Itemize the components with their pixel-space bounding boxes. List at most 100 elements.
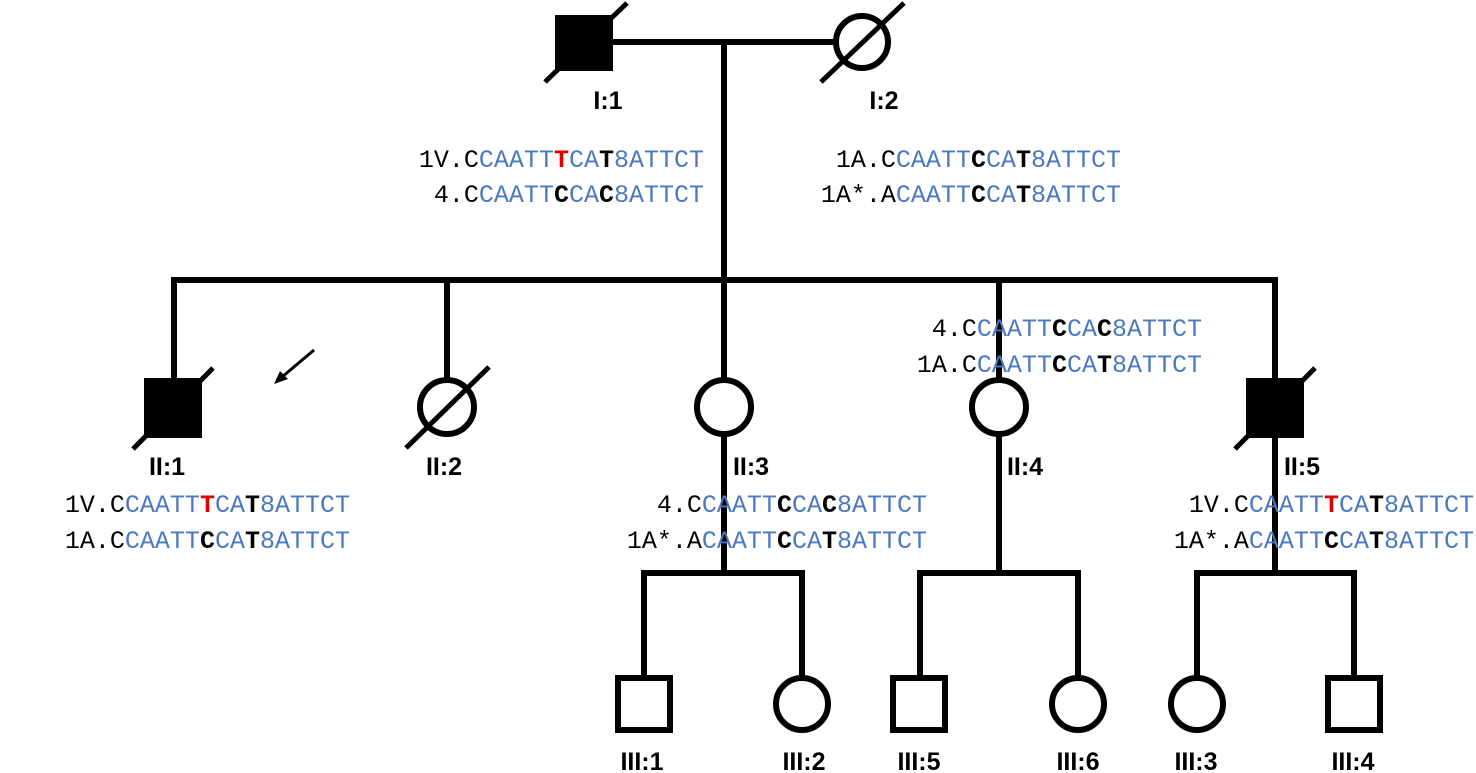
haplotype-segment: CAATT: [1249, 527, 1324, 556]
deceased-slash: [404, 365, 491, 450]
haplotype-segment: 1V.C: [419, 146, 479, 175]
haplotype-segment: CA: [1339, 527, 1369, 556]
haplotype-II4-2: 1A.CCAATTCCAT8ATTCT: [917, 351, 1202, 380]
haplotype-segment: CA: [986, 146, 1016, 175]
haplotype-segment: 8ATTCT: [260, 527, 350, 556]
haplotype-segment: 8ATTCT: [1112, 315, 1202, 344]
haplotype-segment: 8ATTCT: [1112, 351, 1202, 380]
individual-III3: [1168, 675, 1226, 733]
female-symbol: [969, 377, 1029, 437]
haplotype-I1-1: 1V.CCAATTTCAT8ATTCT: [419, 146, 704, 175]
id-label-II5: II:5: [1284, 453, 1320, 481]
id-label-I2: I:2: [869, 87, 898, 115]
haplotype-segment: CAATT: [479, 146, 554, 175]
haplotype-segment: T: [599, 146, 614, 175]
pedigree-lines: [171, 39, 1357, 679]
haplotype-segment: C: [971, 181, 986, 210]
deceased-slash: [819, 1, 906, 84]
deceased-slash: [1233, 366, 1317, 451]
id-label-II4: II:4: [1007, 453, 1043, 481]
individual-III4: [1325, 675, 1383, 733]
male-symbol: [615, 675, 673, 733]
female-symbol: [773, 675, 831, 733]
individual-III2: [773, 675, 831, 733]
arrow-shaft: [281, 348, 315, 379]
haplotype-II3-1: 4.CCAATTCCAC8ATTCT: [657, 491, 927, 520]
id-label-III1: III:1: [620, 748, 663, 773]
haplotype-segment: CA: [569, 181, 599, 210]
id-labels: I:1 I:2 II:1 II:2 II:3 II:4 II:5 III:1 I…: [149, 87, 1375, 773]
haplotype-segment: CAATT: [977, 315, 1052, 344]
haplotype-segment: 1A.C: [65, 527, 125, 556]
haplotype-segment: 8ATTCT: [1031, 181, 1121, 210]
haplotype-segment: CA: [792, 491, 822, 520]
haplotype-segment: 8ATTCT: [614, 181, 704, 210]
haplotype-segment: T: [245, 491, 260, 520]
male-symbol: [1325, 675, 1383, 733]
individual-III6: [1049, 675, 1107, 733]
haplotype-segment: 4.C: [932, 315, 977, 344]
haplotype-segment: CAATT: [896, 146, 971, 175]
haplotype-I2-1: 1A.CCAATTCCAT8ATTCT: [836, 146, 1121, 175]
haplotype-segment: C: [822, 491, 837, 520]
haplotype-segment: T: [1369, 491, 1384, 520]
female-symbol: [1168, 675, 1226, 733]
haplotype-segment: C: [1324, 527, 1339, 556]
id-label-III4: III:4: [1331, 748, 1374, 773]
haplotype-segment: 8ATTCT: [1384, 527, 1474, 556]
haplotype-segment: T: [1324, 491, 1339, 520]
haplotype-segment: CA: [1067, 351, 1097, 380]
haplotype-segment: 4.C: [434, 181, 479, 210]
haplotype-segment: T: [1369, 527, 1384, 556]
id-label-III6: III:6: [1056, 748, 1099, 773]
haplotype-segment: C: [777, 527, 792, 556]
haplotype-segment: 4.C: [657, 491, 702, 520]
deceased-slash: [543, 1, 629, 84]
haplotype-segment: T: [1097, 351, 1112, 380]
individual-I2: [819, 1, 906, 84]
haplotype-segment: C: [599, 181, 614, 210]
haplotype-segment: T: [822, 527, 837, 556]
haplotype-segment: CA: [215, 527, 245, 556]
haplotype-segment: 8ATTCT: [837, 491, 927, 520]
individual-II1: [131, 366, 215, 451]
haplotype-segment: 8ATTCT: [260, 491, 350, 520]
haplotype-II4-1: 4.CCAATTCCAC8ATTCT: [932, 315, 1202, 344]
haplotype-segment: CA: [1067, 315, 1097, 344]
haplotype-II5-2: 1A*.ACAATTCCAT8ATTCT: [1174, 527, 1474, 556]
haplotype-segment: C: [1052, 315, 1067, 344]
haplotype-segment: C: [554, 181, 569, 210]
haplotype-segment: 1A*.A: [1174, 527, 1249, 556]
haplotype-segment: CAATT: [702, 527, 777, 556]
haplotype-segment: T: [200, 491, 215, 520]
haplotype-segment: C: [1052, 351, 1067, 380]
haplotype-segment: T: [554, 146, 569, 175]
haplotype-segment: CAATT: [125, 491, 200, 520]
haplotype-segment: 1A.C: [917, 351, 977, 380]
haplotype-segment: CA: [215, 491, 245, 520]
haplotype-segment: CA: [1339, 491, 1369, 520]
haplotype-segment: 1V.C: [65, 491, 125, 520]
individual-I1: [543, 1, 629, 84]
id-label-III2: III:2: [782, 748, 825, 773]
haplotype-segment: CA: [792, 527, 822, 556]
haplotype-segment: CAATT: [896, 181, 971, 210]
haplotype-segment: T: [1016, 181, 1031, 210]
haplotype-segment: 1A.C: [836, 146, 896, 175]
id-label-I1: I:1: [593, 87, 622, 115]
haplotype-segment: T: [1016, 146, 1031, 175]
individual-II2: [404, 365, 491, 450]
id-label-III5: III:5: [897, 748, 940, 773]
haplotype-segment: CAATT: [125, 527, 200, 556]
individual-III1: [615, 675, 673, 733]
haplotype-segment: 8ATTCT: [1384, 491, 1474, 520]
individual-II4: [969, 377, 1029, 437]
individual-II5: [1233, 366, 1317, 451]
id-label-II2: II:2: [426, 453, 462, 481]
haplotype-segment: C: [777, 491, 792, 520]
haplotype-II3-2: 1A*.ACAATTCCAT8ATTCT: [627, 527, 927, 556]
haplotype-segment: CAATT: [479, 181, 554, 210]
haplotype-segment: CA: [569, 146, 599, 175]
female-symbol: [1049, 675, 1107, 733]
